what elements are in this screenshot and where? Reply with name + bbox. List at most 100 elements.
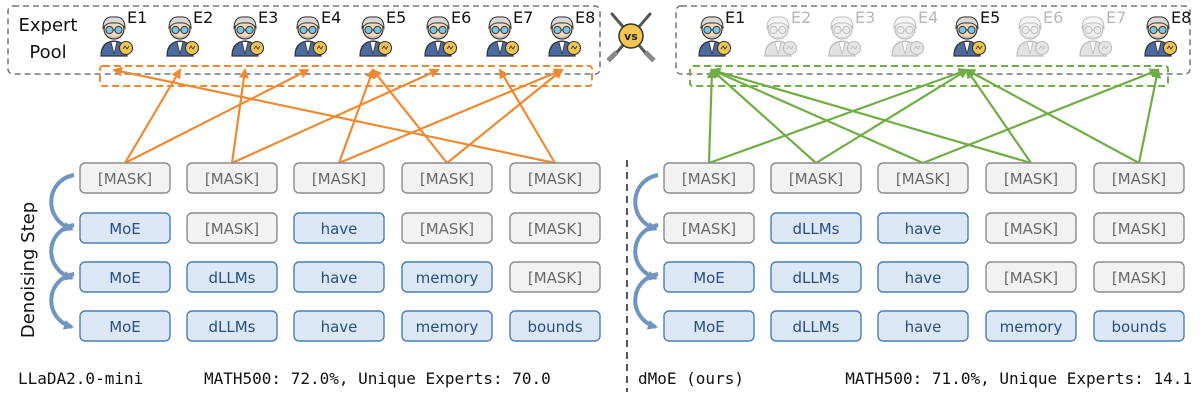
expert-label: E7 — [1106, 8, 1126, 27]
vs-swords-icon: vs — [606, 12, 656, 63]
right-token-r3-c3: have — [877, 261, 969, 293]
expert-label: E1 — [127, 8, 147, 27]
left-routing-arrows — [112, 66, 564, 165]
left-token-r1-c2: [MASK] — [186, 162, 278, 194]
right-token-r3-c4: [MASK] — [985, 261, 1077, 293]
routing-arrow — [710, 68, 817, 164]
right-expert-2: E2 — [764, 8, 811, 57]
routing-arrow — [338, 68, 564, 165]
token-text: memory — [416, 318, 479, 336]
right-token-r4-c2: dLLMs — [770, 310, 862, 342]
right-expert-4: E4 — [891, 8, 938, 57]
right-routing-frame — [689, 65, 1169, 87]
token-text: [MASK] — [789, 170, 843, 188]
expert-label: E8 — [575, 8, 595, 27]
right-expert-7: E7 — [1079, 8, 1126, 57]
token-text: [MASK] — [1004, 220, 1058, 238]
token-text: dLLMs — [793, 220, 840, 238]
token-text: memory — [416, 269, 479, 287]
token-text: MoE — [109, 269, 141, 287]
right-token-r1-c1: [MASK] — [663, 162, 755, 194]
expert-label: E4 — [918, 8, 938, 27]
token-text: bounds — [1111, 318, 1166, 336]
step-arrow — [633, 173, 659, 232]
expert-label: E5 — [980, 8, 1000, 27]
vs-label: vs — [624, 30, 638, 43]
right-token-r1-c2: [MASK] — [770, 162, 862, 194]
expert-label: E2 — [193, 8, 213, 27]
right-token-r4-c4: memory — [985, 310, 1077, 342]
routing-arrow — [922, 68, 1160, 165]
left-token-r1-c5: [MASK] — [509, 162, 601, 194]
routing-arrow — [230, 68, 249, 164]
step-arrow — [633, 272, 659, 330]
lightbulb-icon — [504, 40, 520, 56]
token-text: have — [905, 269, 942, 287]
left-token-r2-c2: [MASK] — [186, 212, 278, 244]
right-token-r3-c1: MoE — [663, 261, 755, 293]
right-token-r4-c1: MoE — [663, 310, 755, 342]
token-text: [MASK] — [682, 220, 736, 238]
expert-label: E1 — [725, 8, 745, 27]
routing-arrow — [371, 68, 448, 164]
left-token-r1-c4: [MASK] — [401, 162, 493, 194]
left-expert-1: E1 — [100, 8, 147, 57]
routing-arrow — [965, 69, 1140, 164]
right-token-r2-c3: have — [877, 212, 969, 244]
token-text: [MASK] — [1004, 170, 1058, 188]
expert-label: E2 — [791, 8, 811, 27]
left-token-r2-c5: [MASK] — [509, 212, 601, 244]
step-arrow — [49, 173, 75, 232]
left-token-r3-c1: MoE — [79, 261, 171, 293]
right-token-r2-c4: [MASK] — [985, 212, 1077, 244]
token-text: [MASK] — [312, 170, 366, 188]
routing-arrow — [1137, 68, 1162, 164]
expert-pool-label-line1: Expert — [19, 15, 78, 36]
expert-label: E3 — [258, 8, 278, 27]
right-model-name: dMoE (ours) — [638, 369, 744, 388]
token-text: [MASK] — [1112, 170, 1166, 188]
routing-arrow — [446, 68, 564, 164]
token-text: [MASK] — [528, 220, 582, 238]
token-text: have — [321, 269, 358, 287]
step-arrow — [49, 223, 75, 281]
left-step-arrows — [49, 173, 75, 330]
left-token-r4-c5: bounds — [509, 310, 601, 342]
token-text: [MASK] — [1112, 220, 1166, 238]
right-token-r4-c5: bounds — [1093, 310, 1185, 342]
token-text: have — [321, 220, 358, 238]
denoising-step-label: Denoising Step — [18, 202, 39, 338]
left-expert-5: E5 — [359, 8, 406, 57]
routing-arrow — [965, 68, 1032, 164]
expert-label: E6 — [451, 8, 471, 27]
right-token-r1-c3: [MASK] — [877, 162, 969, 194]
token-text: MoE — [693, 318, 725, 336]
lightbulb-icon — [716, 40, 732, 56]
token-text: [MASK] — [682, 170, 736, 188]
token-text: dLLMs — [793, 269, 840, 287]
right-stats: MATH500: 71.0%, Unique Experts: 14.1 — [845, 369, 1192, 388]
expert-label: E8 — [1171, 8, 1191, 27]
token-text: [MASK] — [205, 220, 259, 238]
routing-arrow — [706, 68, 717, 164]
token-text: [MASK] — [528, 170, 582, 188]
right-routing-arrows — [706, 67, 1162, 165]
step-arrow — [633, 223, 659, 281]
left-token-r2-c4: [MASK] — [401, 212, 493, 244]
right-token-r3-c2: dLLMs — [770, 261, 862, 293]
routing-arrow — [124, 69, 310, 164]
right-token-r1-c4: [MASK] — [985, 162, 1077, 194]
lightbulb-icon — [377, 40, 393, 56]
right-expert-1: E1 — [698, 8, 745, 57]
right-expert-3: E3 — [828, 8, 875, 57]
token-text: bounds — [527, 318, 582, 336]
left-token-r3-c5: [MASK] — [509, 261, 601, 293]
token-text: [MASK] — [528, 269, 582, 287]
token-text: MoE — [109, 318, 141, 336]
expert-label: E4 — [321, 8, 341, 27]
left-token-r4-c1: MoE — [79, 310, 171, 342]
left-token-r3-c3: have — [293, 261, 385, 293]
lightbulb-icon — [118, 40, 134, 56]
